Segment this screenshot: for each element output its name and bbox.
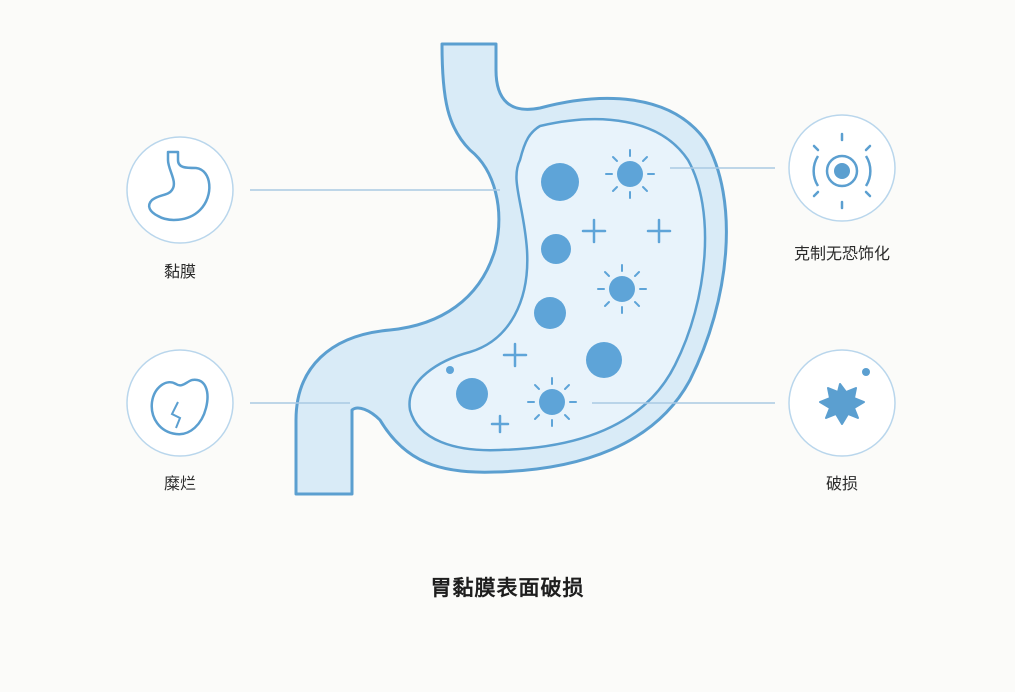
callout-damage [788, 349, 896, 457]
cell-dot [456, 378, 488, 410]
cell-dot [541, 234, 571, 264]
diagram-title: 胃黏膜表面破损 [430, 576, 585, 600]
cell-dot [586, 342, 622, 378]
stomach-inner-lining [408, 118, 707, 452]
stomach-outline-icon [147, 150, 211, 222]
label-mucosa: 黏膜 [163, 262, 196, 281]
plus-marks [490, 218, 672, 434]
leader-lines [250, 167, 775, 404]
cell-dot [541, 163, 579, 201]
cell-dot [534, 297, 566, 329]
callout-erosion [126, 349, 234, 457]
stomach-contents [446, 149, 672, 434]
radiating-cell-icon [812, 132, 872, 210]
damaged-cell-icon [819, 368, 870, 425]
cell-dot [446, 366, 454, 374]
label-erosion: 糜烂 [163, 474, 196, 493]
label-overgrowth: 克制无恐饰化 [793, 244, 890, 263]
label-damage: 破损 [825, 474, 858, 493]
callout-overgrowth [788, 114, 896, 222]
callout-mucosa [126, 136, 234, 244]
eroded-stomach-icon [150, 378, 209, 436]
